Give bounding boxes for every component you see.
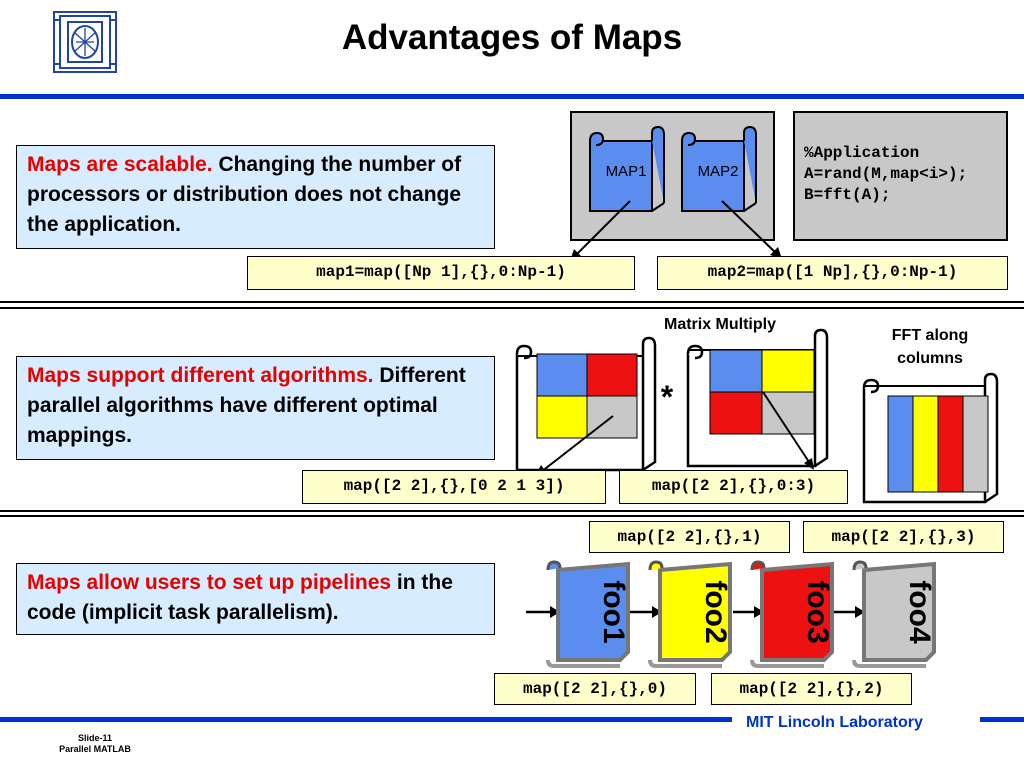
stage-foo2-label: foo2 [699,580,732,643]
map2-scroll: MAP2 [681,125,757,212]
multiply-symbol: * [661,379,674,415]
pipeline-map-top2-code: map([2 2],{},3) [803,521,1004,553]
stage-foo4-label: foo4 [903,580,936,644]
section-divider-1a [0,301,1024,303]
stage-foo3-label: foo3 [801,580,834,643]
map1-label: MAP1 [606,163,647,180]
section-divider-2b [0,515,1024,517]
pipelines-description: Maps allow users to set up pipelines in … [16,563,495,635]
pipelines-highlight: Maps allow users to set up pipelines [27,571,392,594]
section-divider-2a [0,510,1024,512]
slide-number: Slide-11 [77,733,113,743]
pipeline: foo1 foo2 foo3 foo4 [526,560,936,668]
footer-rule-left [0,717,732,722]
slide-info: Slide-11 Parallel MATLAB [40,733,150,755]
title-divider [0,94,1024,99]
section-divider-1b [0,307,1024,309]
scalable-highlight: Maps are scalable. [27,153,213,176]
pipeline-arrows [526,606,865,618]
algorithms-text: Different parallel algorithms have diffe… [27,364,466,447]
map1-scroll: MAP1 [589,125,665,212]
map2-code: map2=map([1 Np],{},0:Np-1) [657,256,1008,290]
stage-foo4: foo4 [852,560,936,668]
stage-foo2: foo2 [648,560,732,668]
pipeline-map-top1-code: map([2 2],{},1) [589,521,790,553]
course-name: Parallel MATLAB [59,744,131,754]
pipelines-text: in the code (implicit task parallelism). [27,571,453,624]
scalable-description: Maps are scalable. Changing the number o… [16,145,495,249]
pipeline-map-bottom2-code: map([2 2],{},2) [711,673,912,705]
map2-label: MAP2 [698,163,739,180]
application-code: %Application A=rand(M,map<i>); B=fft(A); [804,144,968,204]
stage-foo3: foo3 [750,560,834,668]
map1-code: map1=map([Np 1],{},0:Np-1) [247,256,635,290]
matrix-a-scroll [515,336,657,472]
application-code-panel: %Application A=rand(M,map<i>); B=fft(A); [793,111,1008,241]
mit-ll-logo [53,11,117,73]
scalable-text: Changing the number of processors or dis… [27,153,462,236]
footer-lab-name: MIT Lincoln Laboratory [746,714,923,731]
algorithms-description: Maps support different algorithms. Diffe… [16,356,495,460]
matrix-b-scroll [686,328,829,468]
map1-arrow [573,200,631,258]
algorithms-highlight: Maps support different algorithms. [27,364,374,387]
map2-arrow [721,200,779,256]
footer-rule-right [980,717,1024,722]
algorithm-map-a-code: map([2 2],{},[0 2 1 3]) [302,470,606,504]
fft-label: FFT along columns [891,327,969,367]
map-scrolls: MAP1 MAP2 [570,125,782,261]
matrix-multiply-label: Matrix Multiply [663,316,776,333]
pipeline-map-bottom1-code: map([2 2],{},0) [494,673,696,705]
page-title: Advantages of Maps [341,18,683,57]
algorithm-map-b-code: map([2 2],{},0:3) [619,470,848,504]
fft-scroll [862,372,999,504]
stage-foo1-label: foo1 [597,580,630,643]
stage-foo1: foo1 [546,560,630,668]
